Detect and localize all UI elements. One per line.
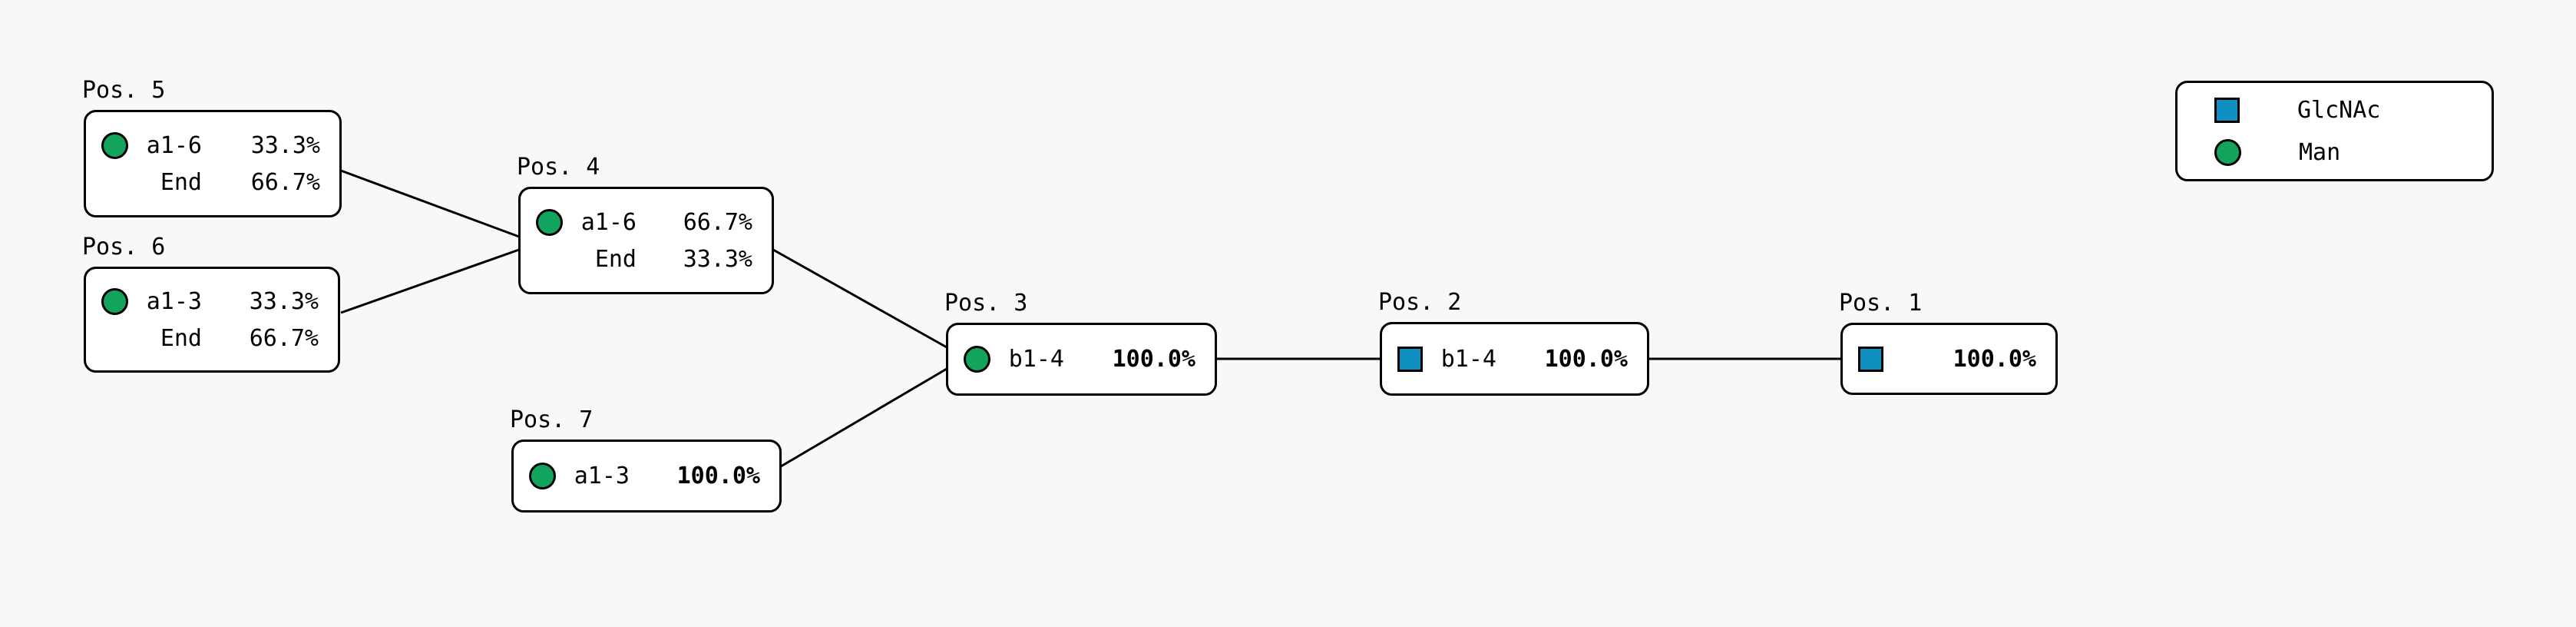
edge-pos4-pos3 xyxy=(772,248,947,349)
edge-pos7-pos3 xyxy=(780,367,947,468)
legend-row: GlcNAc xyxy=(2214,97,2472,124)
man-icon xyxy=(101,287,128,315)
linkage-label: b1-4 xyxy=(1440,345,1496,373)
icon-placeholder xyxy=(536,246,563,273)
node-pos-5: Pos. 5 a1-6 33.3% End 66.7% xyxy=(82,77,342,217)
node-title: Pos. 1 xyxy=(1839,290,1923,317)
node-title: Pos. 7 xyxy=(510,406,594,433)
node-title: Pos. 2 xyxy=(1378,289,1462,316)
node-pos-1: Pos. 1 100.0% xyxy=(1839,290,2058,395)
linkage-label: End xyxy=(160,168,202,196)
node-pos-7: Pos. 7 a1-3 100.0% xyxy=(510,406,782,513)
percentage-value: 66.7% xyxy=(249,324,319,352)
linkage-label: a1-3 xyxy=(146,287,202,315)
linkage-label: b1-4 xyxy=(1008,346,1064,373)
node-title: Pos. 4 xyxy=(517,154,600,181)
node-title: Pos. 5 xyxy=(82,77,166,104)
icon-placeholder xyxy=(101,325,128,352)
man-icon xyxy=(529,463,556,489)
node-row: a1-6 33.3% xyxy=(101,127,320,164)
legend-label: GlcNAc xyxy=(2297,96,2381,124)
node-box: a1-3 33.3% End 66.7% xyxy=(84,267,340,373)
man-icon xyxy=(536,208,563,236)
glcnac-icon xyxy=(1397,346,1423,372)
man-icon xyxy=(101,131,128,159)
node-row: b1-4 100.0% xyxy=(964,346,1195,373)
edge-pos5-pos4 xyxy=(340,169,520,238)
glcnac-icon xyxy=(2214,97,2240,123)
legend-label: Man xyxy=(2299,138,2341,166)
node-title: Pos. 6 xyxy=(82,234,166,260)
percentage-value: 33.3% xyxy=(250,131,320,159)
node-box: a1-6 66.7% End 33.3% xyxy=(518,187,774,294)
node-row: 100.0% xyxy=(1858,346,2036,373)
percentage-value: 33.3% xyxy=(683,245,752,273)
node-box: a1-3 100.0% xyxy=(511,440,782,513)
linkage-label: a1-3 xyxy=(574,463,630,489)
node-box: b1-4 100.0% xyxy=(946,323,1217,396)
man-icon xyxy=(2214,138,2241,166)
node-box: a1-6 33.3% End 66.7% xyxy=(84,110,342,217)
linkage-label: End xyxy=(594,245,637,273)
man-icon xyxy=(964,346,990,373)
percentage-value: 100.0% xyxy=(1112,346,1195,373)
node-row: End 33.3% xyxy=(536,241,752,277)
legend-row: Man xyxy=(2214,138,2472,166)
node-pos-2: Pos. 2 b1-4 100.0% xyxy=(1378,289,1649,396)
glcnac-icon xyxy=(1858,346,1883,372)
linkage-label: a1-6 xyxy=(146,131,202,159)
linkage-label: End xyxy=(160,324,202,352)
node-row: End 66.7% xyxy=(101,320,319,357)
percentage-value: 66.7% xyxy=(683,208,752,236)
percentage-value: 100.0% xyxy=(1953,345,2036,373)
node-box: 100.0% xyxy=(1840,323,2058,395)
node-row: a1-3 100.0% xyxy=(529,463,760,489)
linkage-label: a1-6 xyxy=(580,208,637,236)
node-row: a1-6 66.7% xyxy=(536,204,752,241)
percentage-value: 66.7% xyxy=(250,168,320,196)
percentage-value: 100.0% xyxy=(676,463,760,489)
percentage-value: 100.0% xyxy=(1544,345,1628,373)
node-row: b1-4 100.0% xyxy=(1397,346,1628,373)
node-pos-3: Pos. 3 b1-4 100.0% xyxy=(944,290,1217,396)
node-row: End 66.7% xyxy=(101,164,320,201)
node-box: b1-4 100.0% xyxy=(1380,322,1649,396)
edge-pos6-pos4 xyxy=(340,248,520,314)
icon-placeholder xyxy=(101,169,128,196)
node-pos-6: Pos. 6 a1-3 33.3% End 66.7% xyxy=(82,234,340,373)
legend: GlcNAc Man xyxy=(2175,81,2494,181)
node-title: Pos. 3 xyxy=(944,290,1028,317)
node-pos-4: Pos. 4 a1-6 66.7% End 33.3% xyxy=(517,154,774,294)
node-row: a1-3 33.3% xyxy=(101,283,319,320)
percentage-value: 33.3% xyxy=(249,287,319,315)
